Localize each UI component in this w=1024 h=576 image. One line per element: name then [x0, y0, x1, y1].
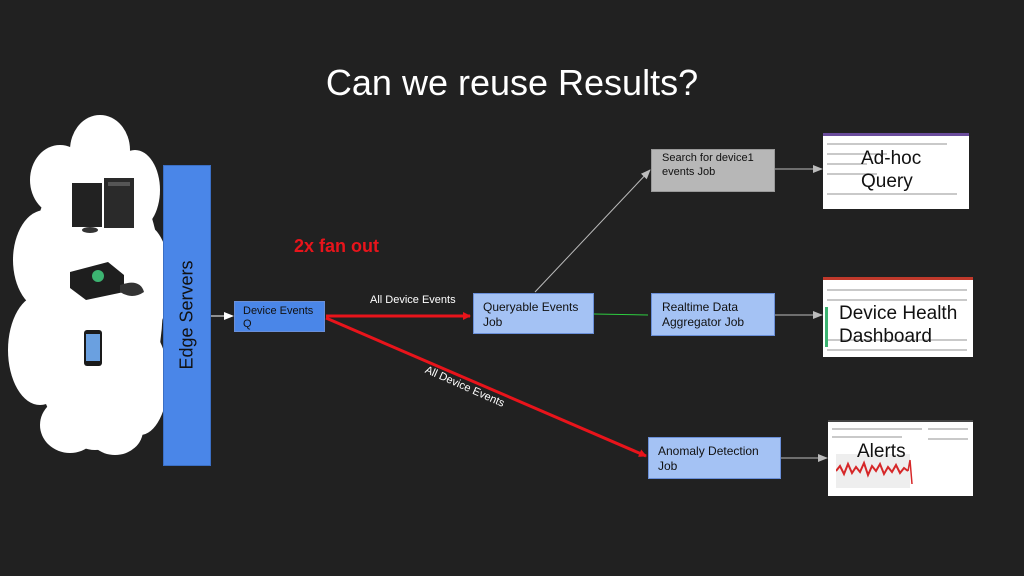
device-events-q-label: Device Events Q — [243, 305, 314, 330]
edge-queryable-to-realtime — [593, 313, 649, 316]
thumbnail-header — [823, 133, 969, 136]
alerts-caption: Alerts — [857, 441, 906, 462]
queryable-events-job-label: Queryable Events Job — [483, 300, 579, 329]
adhoc-query-thumbnail: Ad-hoc Query — [823, 133, 969, 209]
edge-label-all-events-1: All Device Events — [370, 294, 456, 306]
phone-icon — [84, 330, 102, 366]
thumbnail-header — [828, 420, 973, 422]
fan-out-label: 2x fan out — [294, 236, 380, 256]
dashboard-thumbnail: Device Health Dashboard — [823, 277, 973, 357]
xbox-icon — [70, 262, 144, 300]
alerts-thumbnail: Alerts — [828, 420, 973, 496]
queryable-events-job-box: Queryable Events Job — [473, 293, 594, 334]
search-job-box: Search for device1 events Job — [651, 149, 775, 192]
page-title: Can we reuse Results? — [325, 62, 699, 103]
realtime-job-label: Realtime Data Aggregator Job — [662, 300, 745, 329]
device-cloud — [8, 115, 170, 455]
edge-servers-label: Edge Servers — [176, 260, 197, 370]
search-job-label: Search for device1 events Job — [662, 152, 754, 178]
anomaly-job-box: Anomaly Detection Job — [648, 437, 781, 479]
realtime-job-box: Realtime Data Aggregator Job — [651, 293, 775, 336]
game-console-icon — [72, 178, 134, 233]
edge-servers-box — [163, 165, 211, 466]
device-events-q-box: Device Events Q — [234, 301, 325, 332]
edge-queryable-to-search — [534, 169, 651, 293]
anomaly-job-label: Anomaly Detection Job — [658, 444, 759, 473]
adhoc-query-caption: Ad-hoc Query — [861, 148, 922, 192]
dashboard-caption: Device Health Dashboard — [839, 303, 958, 347]
thumbnail-header — [823, 277, 973, 280]
fanout-arrow-to-anomaly — [325, 316, 647, 458]
alerts-signal-chart — [836, 454, 913, 488]
